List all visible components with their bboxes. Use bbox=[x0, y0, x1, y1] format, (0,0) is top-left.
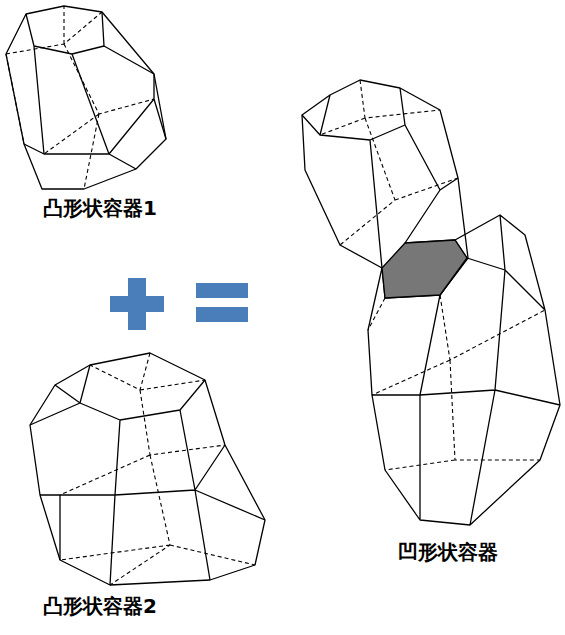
container-label: 凸形状容器1 bbox=[43, 196, 157, 220]
container-label: 凸形状容器2 bbox=[43, 594, 157, 618]
container-label: 凹形状容器 bbox=[398, 540, 498, 564]
